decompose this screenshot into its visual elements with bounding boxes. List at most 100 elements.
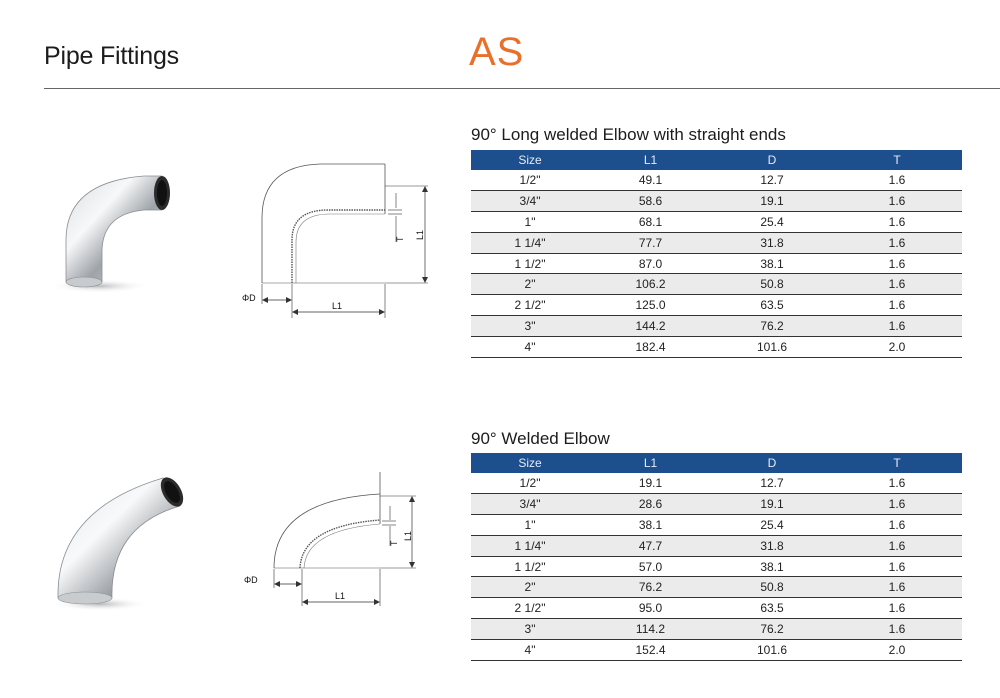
- column-header-size: Size: [471, 150, 589, 170]
- cell-d: 63.5: [712, 294, 832, 317]
- cell-l1: 68.1: [589, 211, 712, 233]
- long-elbow-l1-vertical-label: L1: [415, 230, 425, 240]
- long-elbow-phi-d-label: ΦD: [242, 293, 256, 303]
- cell-size: 3/4": [471, 493, 589, 516]
- cell-d: 19.1: [712, 190, 832, 213]
- column-header-d: D: [712, 150, 832, 170]
- cell-d: 38.1: [712, 253, 832, 275]
- cell-t: 1.6: [832, 535, 962, 557]
- table-header-row: Size L1 D T: [471, 453, 962, 473]
- cell-d: 31.8: [712, 535, 832, 557]
- welded-elbow-phi-d-label: ΦD: [244, 575, 258, 585]
- cell-size: 1": [471, 211, 589, 233]
- cell-t: 1.6: [832, 576, 962, 599]
- cell-size: 1/2": [471, 170, 589, 192]
- cell-t: 1.6: [832, 597, 962, 620]
- cell-l1: 152.4: [589, 639, 712, 661]
- welded-elbow-photo: [52, 477, 184, 611]
- cell-t: 1.6: [832, 273, 962, 296]
- cell-l1: 87.0: [589, 253, 712, 275]
- cell-l1: 95.0: [589, 597, 712, 620]
- cell-size: 2 1/2": [471, 294, 589, 317]
- cell-l1: 28.6: [589, 493, 712, 516]
- cell-d: 38.1: [712, 556, 832, 578]
- welded-elbow-l1-horizontal-label: L1: [335, 591, 345, 601]
- cell-l1: 38.1: [589, 514, 712, 536]
- column-header-d: D: [712, 453, 832, 473]
- table-header-row: Size L1 D T: [471, 150, 962, 170]
- cell-l1: 114.2: [589, 618, 712, 640]
- cell-t: 1.6: [832, 253, 962, 275]
- cell-t: 1.6: [832, 493, 962, 516]
- cell-size: 2": [471, 576, 589, 599]
- cell-size: 1 1/4": [471, 232, 589, 254]
- cell-l1: 19.1: [589, 473, 712, 495]
- long-elbow-section-title: 90° Long welded Elbow with straight ends: [471, 125, 786, 144]
- cell-l1: 125.0: [589, 294, 712, 317]
- cell-l1: 57.0: [589, 556, 712, 578]
- column-header-t: T: [832, 453, 962, 473]
- cell-size: 3": [471, 315, 589, 337]
- cell-t: 2.0: [832, 639, 962, 661]
- cell-size: 3": [471, 618, 589, 640]
- long-elbow-t-label: T: [395, 236, 405, 242]
- cell-d: 19.1: [712, 493, 832, 516]
- cell-d: 25.4: [712, 211, 832, 233]
- page-title: Pipe Fittings: [44, 42, 179, 70]
- long-elbow-drawing: ΦD L1 L1 T: [242, 163, 428, 318]
- cell-l1: 182.4: [589, 336, 712, 358]
- cell-size: 2": [471, 273, 589, 296]
- cell-size: 1 1/2": [471, 556, 589, 578]
- cell-size: 1": [471, 514, 589, 536]
- cell-d: 101.6: [712, 639, 832, 661]
- welded-elbow-drawing: ΦD L1 L1 T: [244, 472, 416, 606]
- cell-size: 4": [471, 639, 589, 661]
- cell-size: 2 1/2": [471, 597, 589, 620]
- cell-t: 1.6: [832, 514, 962, 536]
- cell-t: 1.6: [832, 473, 962, 495]
- cell-l1: 106.2: [589, 273, 712, 296]
- cell-d: 12.7: [712, 170, 832, 192]
- header-divider: [44, 88, 1000, 89]
- cell-t: 2.0: [832, 336, 962, 358]
- cell-t: 1.6: [832, 618, 962, 640]
- column-header-t: T: [832, 150, 962, 170]
- cell-size: 3/4": [471, 190, 589, 213]
- welded-elbow-section-title: 90° Welded Elbow: [471, 429, 610, 448]
- cell-t: 1.6: [832, 211, 962, 233]
- cell-t: 1.6: [832, 315, 962, 337]
- cell-d: 76.2: [712, 315, 832, 337]
- welded-elbow-l1-vertical-label: L1: [403, 531, 413, 541]
- cell-d: 25.4: [712, 514, 832, 536]
- column-header-size: Size: [471, 453, 589, 473]
- cell-d: 101.6: [712, 336, 832, 358]
- welded-elbow-t-label: T: [389, 540, 399, 546]
- cell-l1: 76.2: [589, 576, 712, 599]
- cell-d: 12.7: [712, 473, 832, 495]
- column-header-l1: L1: [589, 453, 712, 473]
- cell-d: 76.2: [712, 618, 832, 640]
- cell-d: 50.8: [712, 273, 832, 296]
- cell-d: 63.5: [712, 597, 832, 620]
- column-header-l1: L1: [589, 150, 712, 170]
- cell-t: 1.6: [832, 170, 962, 192]
- cell-d: 50.8: [712, 576, 832, 599]
